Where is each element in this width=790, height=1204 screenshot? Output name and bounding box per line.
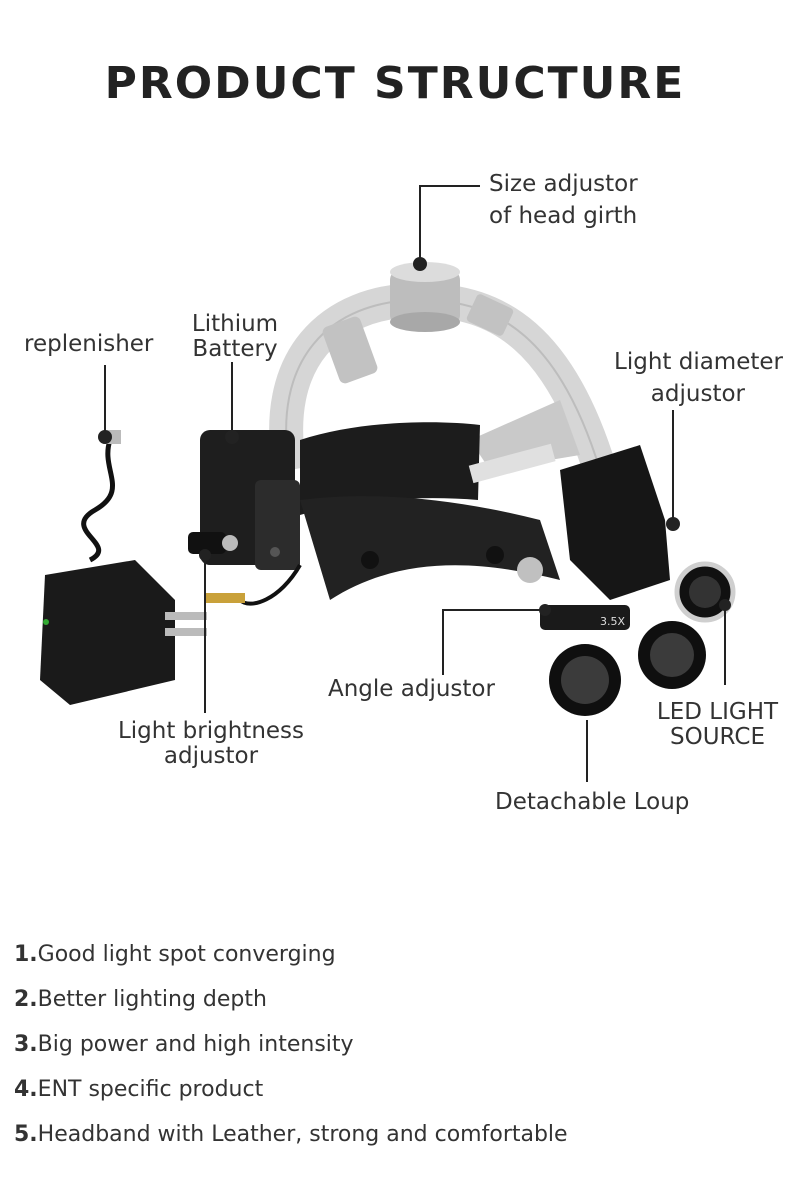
loupe-lenses: 3.5X xyxy=(540,605,706,716)
label-light-brightness: Light brightness adjustor xyxy=(117,718,305,769)
feature-item: 4.ENT specific product xyxy=(14,1077,264,1102)
label-light-diameter: Light diameter adjustor xyxy=(614,349,783,407)
page-title: PRODUCT STRUCTURE xyxy=(104,58,686,109)
brightness-knob xyxy=(188,532,238,554)
label-angle-adjustor: Angle adjustor xyxy=(328,676,495,702)
size-adjustor-knob xyxy=(390,262,460,332)
charger-adapter xyxy=(40,560,207,705)
callout-lines xyxy=(104,185,726,782)
label-replenisher: replenisher xyxy=(24,331,154,357)
feature-item: 5.Headband with Leather, strong and comf… xyxy=(14,1122,568,1147)
callout-dots xyxy=(98,257,731,616)
leather-strap xyxy=(300,422,560,600)
feature-item: 2.Better lighting depth xyxy=(14,987,267,1012)
lamp-housing xyxy=(517,445,736,623)
label-detachable-loup: Detachable Loup xyxy=(495,789,690,815)
label-size-adjustor: Size adjustor of head girth xyxy=(489,171,638,229)
feature-list: 1.Good light spot converging 2.Better li… xyxy=(14,940,568,1165)
product-illustration: 3.5X xyxy=(40,185,736,782)
lithium-battery xyxy=(200,430,300,570)
magnification-mark: 3.5X xyxy=(600,615,625,628)
feature-item: 3.Big power and high intensity xyxy=(14,1032,354,1057)
feature-item: 1.Good light spot converging xyxy=(14,942,336,967)
label-lithium-battery: Lithium Battery xyxy=(191,311,279,362)
label-led-light-source: LED LIGHT SOURCE xyxy=(656,699,779,750)
